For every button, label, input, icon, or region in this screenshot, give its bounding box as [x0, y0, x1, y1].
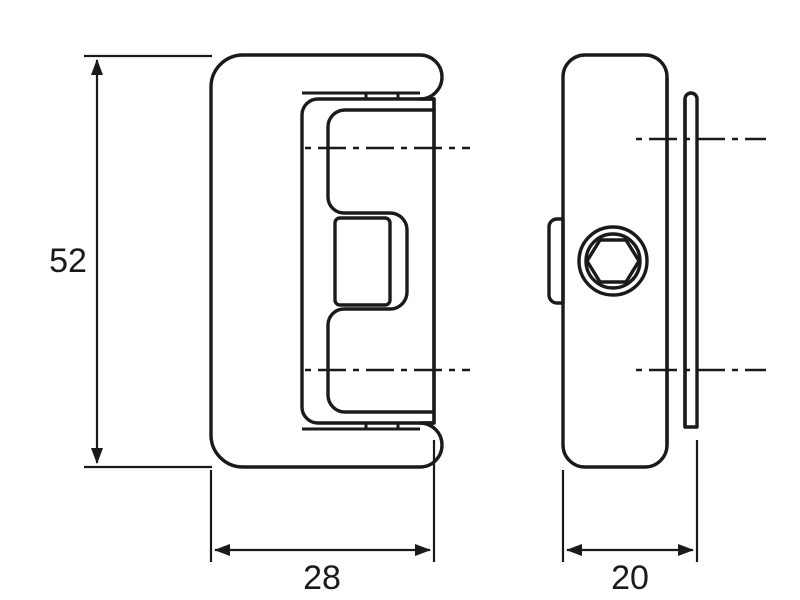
front-view-outer-body: [209, 53, 444, 469]
dim-28-value: 28: [303, 559, 341, 597]
dimension-width-20: 20: [561, 440, 699, 597]
front-view-center-slot: [333, 216, 392, 307]
front-view-clamp-outer-profile: [300, 97, 436, 425]
side-view-screw-outer-circle: [577, 225, 649, 297]
side-view-glass-plate: [683, 91, 699, 429]
side-view-side-tab: [547, 217, 565, 305]
front-view: [209, 53, 470, 469]
side-view: [547, 53, 766, 469]
side-view-hex-socket: [585, 238, 641, 284]
dimension-height-52: 52: [49, 54, 212, 469]
front-view-clamp-inner-profile: [326, 108, 436, 414]
dim-20-value: 20: [611, 559, 649, 597]
dimension-width-28: 28: [209, 440, 436, 597]
dim-52-value: 52: [49, 242, 87, 280]
